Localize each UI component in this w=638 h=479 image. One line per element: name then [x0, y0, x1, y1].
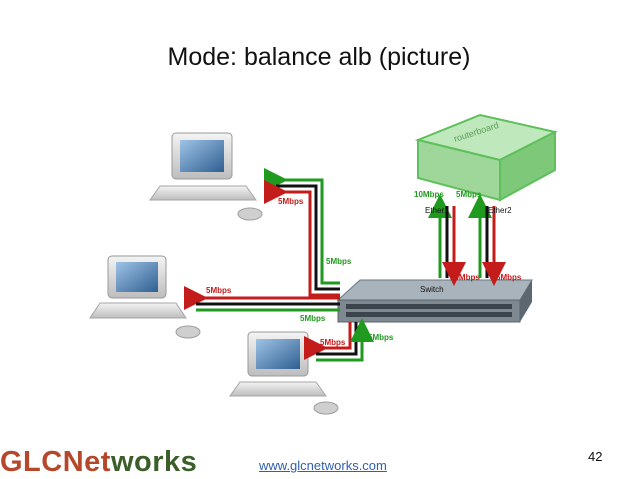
ether1-uplink — [428, 194, 466, 286]
pc-3 — [229, 331, 339, 415]
pc3-connection — [304, 318, 374, 362]
pc-2 — [89, 255, 201, 339]
pc1-riser-speed: 5Mbps — [326, 257, 352, 266]
switch-label: Switch — [420, 285, 444, 294]
slide-title: Mode: balance alb (picture) — [167, 43, 471, 71]
pc1-link-speed: 5Mbps — [278, 197, 304, 206]
pc3-link-speed: 5Mbps — [320, 338, 346, 347]
ether2-uplink — [468, 194, 506, 286]
ether2-label: Ether2 — [488, 206, 512, 215]
switch-device: Switch — [336, 279, 533, 323]
pc2-connection — [184, 286, 340, 312]
footer-url-link[interactable]: www.glcnetworks.com — [259, 458, 387, 473]
pc2-link-speed-lower: 5Mbps — [300, 314, 326, 323]
ether1-bottom-speed: 10Mbps — [450, 273, 480, 282]
pc-1 — [149, 132, 263, 221]
ether1-top-speed: 10Mbps — [414, 190, 444, 199]
pc1-connection — [264, 168, 340, 297]
page-number: 42 — [588, 449, 603, 464]
pc2-link-speed: 5Mbps — [206, 286, 232, 295]
logo-part1: GLCNet — [0, 446, 111, 478]
glcnetworks-logo: GLCNetworks — [0, 446, 197, 479]
ether1-label: Ether1 — [425, 206, 449, 215]
routerboard-device: routerboard — [414, 113, 558, 202]
ether2-bottom-speed: 5Mbps — [496, 273, 522, 282]
pc3-riser-speed: 5Mbps — [368, 333, 394, 342]
ether2-top-speed: 5Mbps — [456, 190, 482, 199]
logo-part2: works — [110, 446, 198, 478]
